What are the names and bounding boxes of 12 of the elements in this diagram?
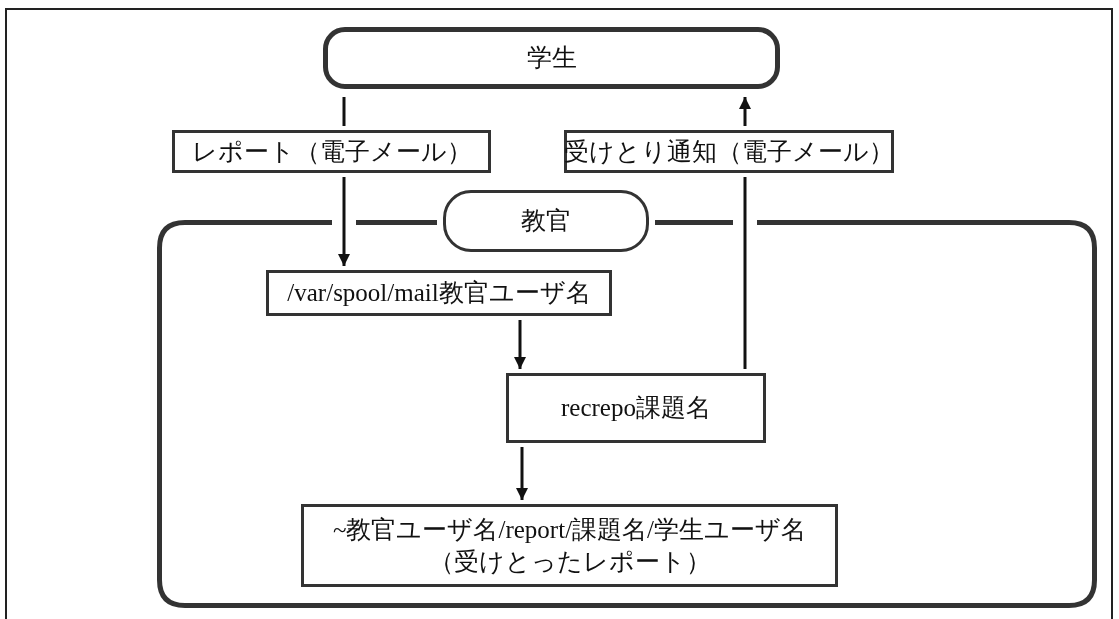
process-box: recrepo課題名: [506, 373, 766, 443]
arrow: [514, 320, 526, 369]
path-box: ~教官ユーザ名/report/課題名/学生ユーザ名（受けとったレポート）: [301, 504, 838, 587]
arrow: [516, 447, 528, 500]
path-box: /var/spool/mail教官ユーザ名: [266, 270, 612, 316]
connector-line: [342, 97, 346, 126]
message-box: レポート（電子メール）: [172, 130, 491, 173]
connector-line: [743, 177, 747, 369]
actor-box: 学生: [323, 27, 780, 89]
heading-label: 教官: [443, 190, 649, 252]
arrow: [338, 177, 350, 266]
arrow: [739, 97, 751, 126]
